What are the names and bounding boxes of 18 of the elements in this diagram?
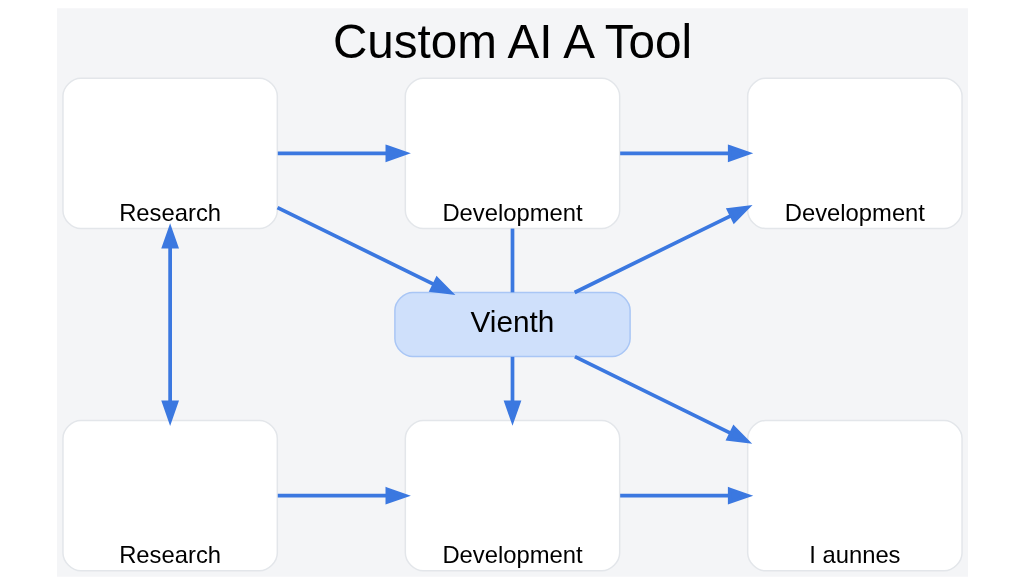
arrow	[619, 144, 753, 163]
arrow	[277, 486, 411, 505]
node-box: I aunnes	[746, 419, 963, 572]
arrow	[573, 354, 752, 444]
connector	[510, 228, 514, 293]
arrow	[619, 486, 753, 505]
arrow	[573, 205, 753, 295]
arrow	[160, 223, 179, 426]
node-box: Vienth	[393, 291, 631, 358]
arrow	[277, 144, 411, 163]
node-box: Research	[61, 77, 278, 230]
arrow	[276, 205, 455, 295]
node-box: Research	[61, 419, 278, 572]
node-box: Development	[404, 77, 620, 230]
arrow	[503, 356, 521, 426]
diagram-title: Custom AI A Tool	[332, 15, 692, 69]
node-box: Development	[404, 419, 620, 572]
node-box: Development	[746, 77, 963, 230]
